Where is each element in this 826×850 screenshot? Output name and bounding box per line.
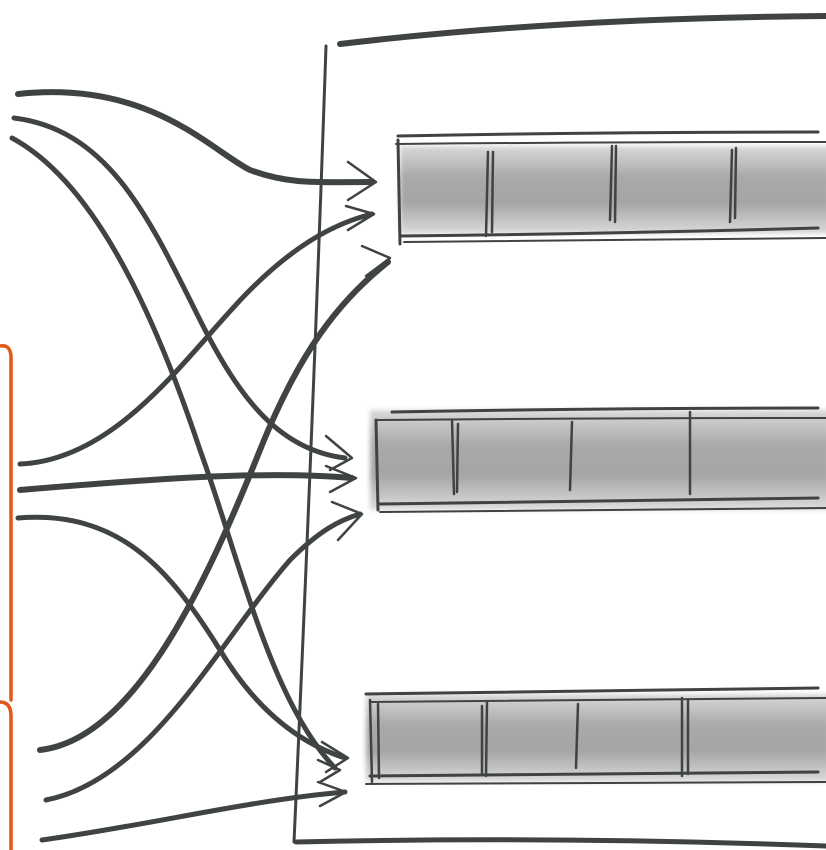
- source-group-bottom: [0, 702, 11, 850]
- queue-1-left-edge: [398, 140, 400, 244]
- connection-curve: [14, 118, 345, 458]
- queue-3-fill: [366, 694, 826, 782]
- frame-bottom-edge: [296, 840, 826, 846]
- source-bracket-top: [0, 346, 11, 700]
- queue-2: [370, 408, 826, 512]
- queue-3-top-edge: [366, 688, 818, 694]
- connection-curve: [42, 792, 345, 840]
- connections: [12, 92, 388, 840]
- queue-1: [396, 132, 826, 244]
- connection-curve: [20, 475, 352, 490]
- queue-2-fill: [370, 410, 826, 510]
- frame-top-edge: [340, 16, 826, 44]
- queue-2-left-edge: [376, 420, 378, 510]
- connection-curve: [40, 262, 388, 750]
- connection-curve: [12, 138, 335, 768]
- queue-1-fill: [400, 146, 826, 234]
- queue-3: [366, 688, 826, 784]
- source-group-top: [0, 346, 11, 700]
- queue-1-top-edge: [398, 132, 818, 136]
- source-bracket-bottom: [0, 702, 11, 850]
- connection-curve: [46, 514, 360, 800]
